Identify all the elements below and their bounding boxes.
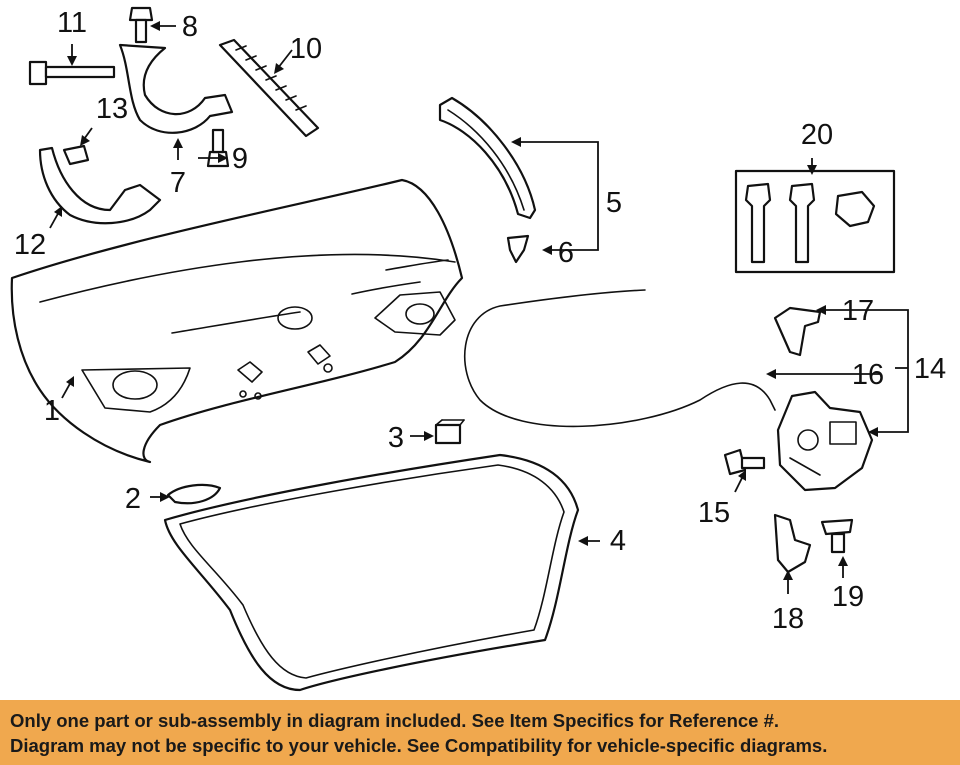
parts-diagram: 11 8 10 13 9 7 12 5 6 20 17 16 14 1 3 2 … — [10, 6, 946, 692]
callout-14: 14 — [914, 353, 946, 385]
weatherstrip — [163, 453, 580, 692]
part-13-clip — [62, 144, 90, 166]
part-19-bolt — [820, 518, 854, 554]
callout-18: 18 — [772, 603, 804, 635]
part-15-bolt — [723, 448, 766, 476]
part-11-pin — [28, 60, 116, 86]
part-8-bolt — [128, 6, 154, 44]
part-7-hinge — [118, 43, 234, 134]
callout-16: 16 — [852, 359, 884, 391]
part-10-spring — [218, 38, 320, 138]
part-3-bumper — [434, 419, 465, 445]
disclaimer-line-1: Only one part or sub-assembly in diagram… — [10, 710, 780, 731]
callout-4: 4 — [610, 525, 626, 557]
part-5-hinge-arm — [438, 96, 537, 220]
callout-10: 10 — [290, 33, 322, 65]
callout-3: 3 — [388, 422, 404, 454]
part-18-bracket — [773, 513, 812, 574]
callout-12: 12 — [14, 229, 46, 261]
callout-11: 11 — [57, 7, 87, 39]
callout-5: 5 — [606, 187, 622, 219]
part-16-cable — [463, 289, 776, 428]
callout-19: 19 — [832, 581, 864, 613]
callout-9: 9 — [232, 143, 248, 175]
part-17-handle — [773, 306, 822, 357]
trunk-lid — [10, 178, 464, 464]
part-12-bracket — [38, 146, 162, 225]
part-6-clip — [506, 234, 530, 264]
callout-1: 1 — [44, 395, 60, 427]
callout-17: 17 — [842, 295, 874, 327]
part-2-pad — [166, 483, 222, 505]
callout-8: 8 — [182, 11, 198, 43]
callout-2: 2 — [125, 483, 141, 515]
callout-13: 13 — [96, 93, 128, 125]
disclaimer-line-2: Diagram may not be specific to your vehi… — [10, 735, 828, 756]
part-20-key-set — [734, 169, 896, 274]
callout-7: 7 — [170, 167, 186, 199]
leader-arrows — [54, 21, 878, 580]
callout-6: 6 — [558, 237, 574, 269]
part-14-lock — [776, 390, 874, 492]
disclaimer-banner: Only one part or sub-assembly in diagram… — [0, 700, 960, 765]
callout-15: 15 — [698, 497, 730, 529]
callout-20: 20 — [801, 119, 833, 151]
